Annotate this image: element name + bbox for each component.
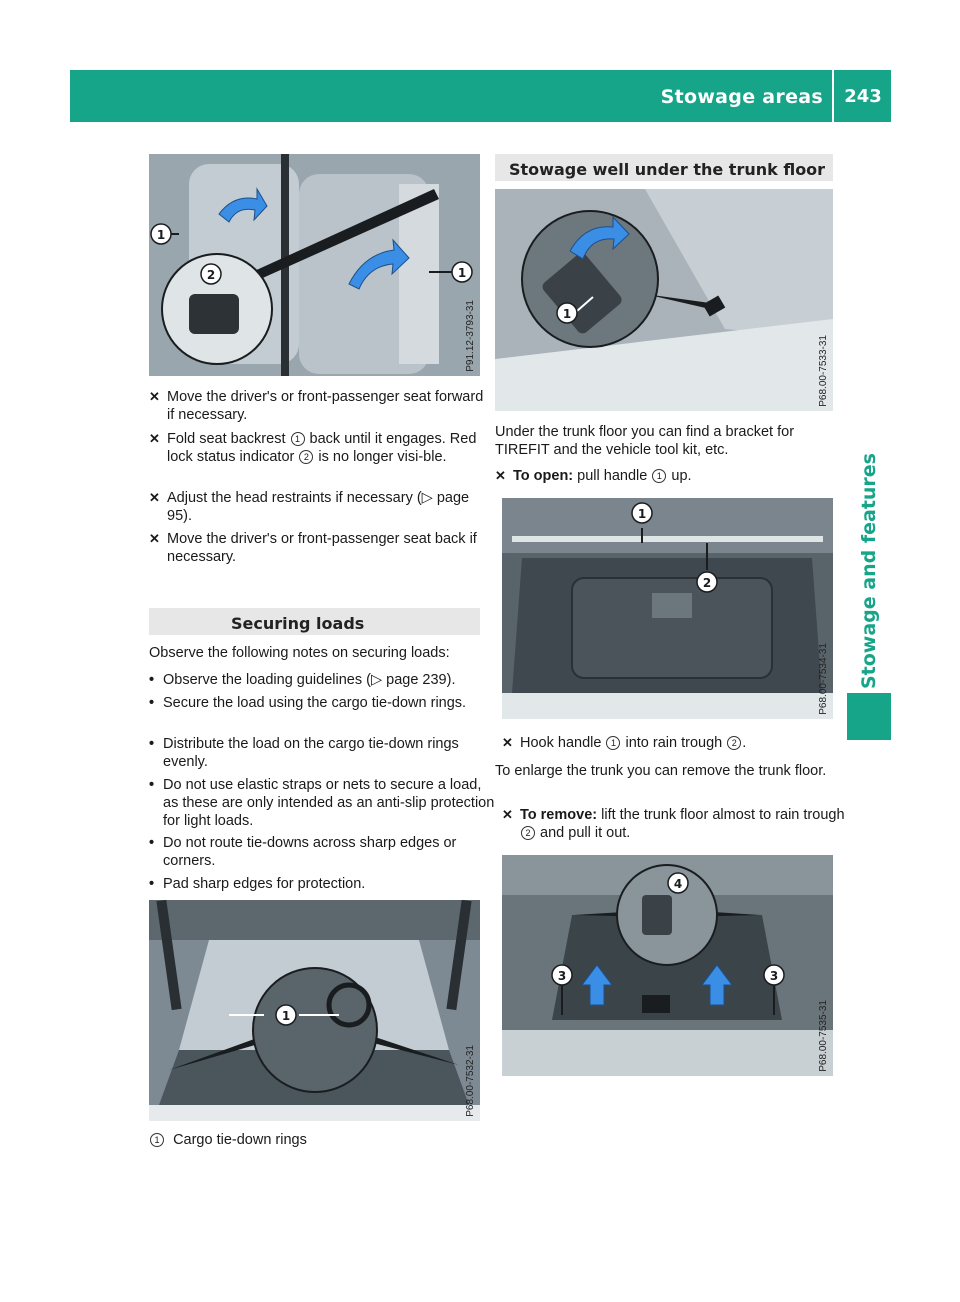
step-arrow-icon: ✕	[502, 735, 513, 750]
callout-3-left: 3	[551, 964, 573, 986]
bullet-distribute-load: •Distribute the load on the cargo tie-do…	[149, 736, 459, 770]
figure-legend: 1 Cargo tie-down rings	[149, 1131, 469, 1149]
callout-4: 4	[667, 872, 689, 894]
step-arrow-icon: ✕	[149, 490, 160, 505]
svg-text:2: 2	[207, 268, 215, 282]
step-arrow-icon: ✕	[495, 468, 506, 483]
callout-1: 1	[631, 502, 653, 524]
trunk-floor-open-illustration: 1 2	[502, 498, 833, 719]
callout-2: 2	[696, 571, 718, 593]
bullet-pad-edges: •Pad sharp edges for protection.	[149, 876, 366, 892]
trunk-illustration: 1	[149, 900, 480, 1121]
bullet-loading-guidelines: •Observe the loading guidelines (▷ page …	[149, 672, 456, 688]
enlarge-trunk-note: To enlarge the trunk you can remove the …	[495, 763, 827, 779]
step-fold-backrest: ✕Fold seat backrest 1 back until it enga…	[149, 431, 477, 465]
securing-intro: Observe the following notes on securing …	[149, 645, 450, 661]
callout-1-left: 1	[150, 223, 172, 245]
page-header: Stowage areas 243	[70, 70, 891, 122]
step-adjust-head-restraints: ✕Adjust the head restraints if necessary…	[149, 490, 470, 524]
figure-cargo-rings: 1 P68.00-7532-31	[149, 900, 480, 1121]
header-divider	[832, 70, 834, 122]
stowage-description: Under the trunk floor you can find a bra…	[495, 424, 795, 458]
svg-text:2: 2	[703, 576, 711, 590]
step-to-open: ✕To open: pull handle 1 up.	[495, 468, 692, 484]
side-tab-label: Stowage and features	[858, 452, 880, 689]
svg-text:1: 1	[282, 1009, 290, 1023]
step-arrow-icon: ✕	[502, 807, 513, 822]
svg-text:3: 3	[558, 969, 566, 983]
step-to-remove: ✕To remove: lift the trunk floor almost …	[502, 807, 845, 841]
callout-2: 2	[200, 263, 222, 285]
bullet-sharp-edges: •Do not route tie-downs across sharp edg…	[149, 835, 457, 869]
svg-text:1: 1	[563, 307, 571, 321]
page-number: 243	[844, 86, 882, 107]
step-arrow-icon: ✕	[149, 389, 160, 404]
bullet-secure-load: •Secure the load using the cargo tie-dow…	[149, 695, 467, 711]
callout-3-right: 3	[763, 964, 785, 986]
figure-code: P91.12-3793-31	[465, 300, 476, 372]
callout-1: 1	[275, 1004, 297, 1026]
remove-trunk-floor-illustration: 4 3 3	[502, 855, 833, 1076]
figure-code: P68.00-7533-31	[818, 335, 829, 407]
svg-text:3: 3	[770, 969, 778, 983]
figure-code: P68.00-7534-31	[818, 643, 829, 715]
step-hook-handle: ✕Hook handle 1 into rain trough 2.	[502, 735, 747, 751]
figure-seat-backrest: 1 2 1 P91.12-3793-31	[149, 154, 480, 376]
figure-trunk-handle: 1 P68.00-7533-31	[495, 189, 833, 411]
side-tab-marker	[847, 693, 891, 740]
callout-1-right: 1	[451, 261, 473, 283]
figure-trunk-floor-open: 1 2 P68.00-7534-31	[502, 498, 833, 719]
step-move-seat-back: ✕Move the driver's or front-passenger se…	[149, 531, 477, 565]
svg-text:1: 1	[638, 507, 646, 521]
svg-text:4: 4	[674, 877, 682, 891]
header-title: Stowage areas	[660, 86, 823, 108]
step-arrow-icon: ✕	[149, 431, 160, 446]
svg-text:1: 1	[458, 266, 466, 280]
section-title-securing-loads: Securing loads	[149, 608, 480, 635]
figure-code: P68.00-7532-31	[465, 1045, 476, 1117]
seat-illustration: 1 2 1	[149, 154, 480, 376]
bullet-no-elastic-straps: •Do not use elastic straps or nets to se…	[149, 777, 495, 829]
trunk-handle-illustration: 1	[495, 189, 833, 411]
step-arrow-icon: ✕	[149, 531, 160, 546]
svg-text:1: 1	[157, 228, 165, 242]
figure-remove-trunk-floor: 4 3 3 P68.00-7535-31	[502, 855, 833, 1076]
section-title-stowage-well: Stowage well under the trunk floor	[495, 154, 833, 181]
callout-1: 1	[556, 302, 578, 324]
step-move-seat-forward: ✕Move the driver's or front-passenger se…	[149, 389, 484, 423]
side-tab: Stowage and features	[847, 122, 891, 689]
figure-code: P68.00-7535-31	[818, 1000, 829, 1072]
